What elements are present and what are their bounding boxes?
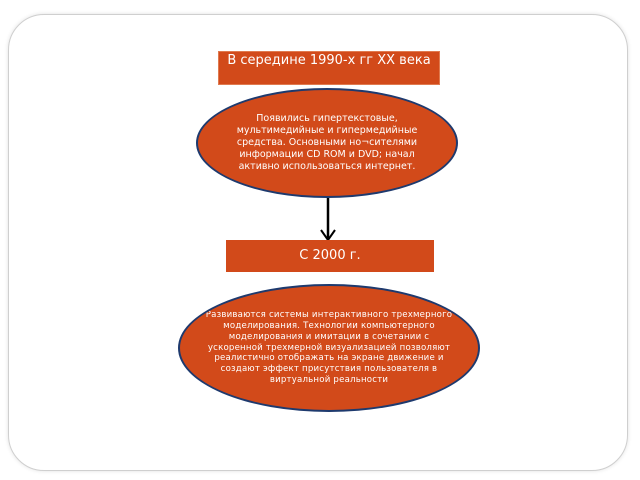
top-heading-text: В середине 1990-х гг XX века [227,53,431,68]
bottom-heading-box: С 2000 г. [226,240,434,272]
bottom-description-text: Развиваются системы интерактивного трехм… [205,310,453,385]
bottom-description-ellipse: Развиваются системы интерактивного трехм… [178,284,480,412]
down-arrow [320,198,336,242]
top-heading-box: В середине 1990-х гг XX века [218,51,440,85]
top-description-ellipse: Появились гипертекстовые, мультимедийные… [196,88,458,198]
bottom-heading-text: С 2000 г. [299,248,361,263]
top-description-text: Появились гипертекстовые, мультимедийные… [236,113,418,172]
